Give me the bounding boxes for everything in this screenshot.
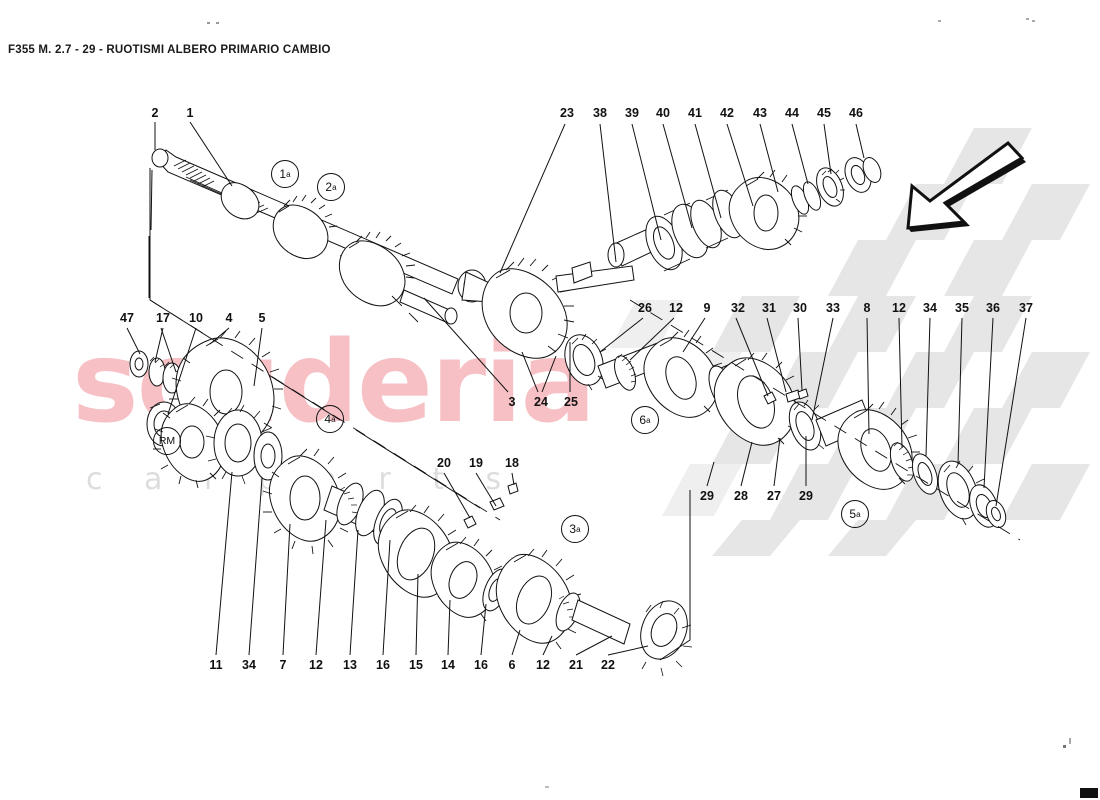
callout-34-b: 34 <box>242 658 256 672</box>
scan-speck <box>1063 745 1066 748</box>
callout-38: 38 <box>593 106 607 120</box>
callout-3: 3 <box>508 395 516 409</box>
callout-12-b: 12 <box>892 301 906 315</box>
callout-17: 17 <box>156 311 170 325</box>
callout-16-b: 16 <box>474 658 488 672</box>
callout-12-c: 12 <box>309 658 323 672</box>
callout-20: 20 <box>437 456 451 470</box>
callout-39: 39 <box>625 106 639 120</box>
callout-29-a: 29 <box>700 489 714 503</box>
callout-32: 32 <box>731 301 745 315</box>
gear-marker-5a-sup: a <box>856 509 861 519</box>
callout-30: 30 <box>793 301 807 315</box>
scan-speck <box>207 22 210 24</box>
gear-marker-rm-label: RM <box>158 435 176 447</box>
callout-34-a: 34 <box>923 301 937 315</box>
callout-27: 27 <box>767 489 781 503</box>
callout-16-a: 16 <box>376 658 390 672</box>
callout-11: 11 <box>209 658 223 672</box>
section-guide-lines <box>149 295 1021 541</box>
callout-47: 47 <box>120 311 134 325</box>
scan-speck <box>1026 18 1029 20</box>
gear-marker-2a-sup: a <box>332 182 337 192</box>
callout-36: 36 <box>986 301 1000 315</box>
callout-5: 5 <box>258 311 266 325</box>
scan-speck <box>545 786 549 788</box>
direction-arrow <box>906 140 1026 232</box>
callout-1: 1 <box>186 106 194 120</box>
callout-41: 41 <box>688 106 702 120</box>
callout-33: 33 <box>826 301 840 315</box>
callout-31: 31 <box>762 301 776 315</box>
callout-45: 45 <box>817 106 831 120</box>
callout-15: 15 <box>409 658 423 672</box>
callout-13: 13 <box>343 658 357 672</box>
callout-26: 26 <box>638 301 652 315</box>
layshaft-assembly <box>564 329 1007 529</box>
callout-28: 28 <box>734 489 748 503</box>
callout-6: 6 <box>508 658 516 672</box>
scan-speck <box>1032 20 1035 22</box>
callout-7: 7 <box>279 658 287 672</box>
callout-37: 37 <box>1019 301 1033 315</box>
callout-4: 4 <box>225 311 233 325</box>
scan-speck <box>938 20 941 22</box>
gear-marker-4a-sup: a <box>331 414 336 424</box>
callout-2: 2 <box>151 106 159 120</box>
callout-29-b: 29 <box>799 489 813 503</box>
callout-18: 18 <box>505 456 519 470</box>
callout-10: 10 <box>189 311 203 325</box>
gear-marker-5a-label: 5 <box>849 507 857 521</box>
bevel-and-bearing-row <box>457 157 882 359</box>
callout-40: 40 <box>656 106 670 120</box>
scan-speck <box>1069 738 1071 744</box>
callout-46: 46 <box>849 106 863 120</box>
callout-8: 8 <box>863 301 871 315</box>
scan-speck <box>216 22 219 24</box>
callout-24: 24 <box>534 395 548 409</box>
callout-22: 22 <box>601 658 615 672</box>
gear-marker-1a-label: 1 <box>279 167 287 181</box>
callout-43: 43 <box>753 106 767 120</box>
callout-21: 21 <box>569 658 583 672</box>
gear-marker-4a-label: 4 <box>324 412 332 426</box>
page-corner-mark <box>1080 788 1098 798</box>
callout-23: 23 <box>560 106 574 120</box>
gear-marker-3a-sup: a <box>576 524 581 534</box>
callout-19: 19 <box>469 456 483 470</box>
leader-lines <box>126 121 1027 661</box>
callout-12-d: 12 <box>536 658 550 672</box>
gear-marker-6a-label: 6 <box>639 413 647 427</box>
callout-14: 14 <box>441 658 455 672</box>
callout-42: 42 <box>720 106 734 120</box>
gear-marker-3a-label: 3 <box>569 522 577 536</box>
callout-44: 44 <box>785 106 799 120</box>
page-title: F355 M. 2.7 - 29 - RUOTISMI ALBERO PRIMA… <box>8 44 331 56</box>
callout-9: 9 <box>703 301 711 315</box>
gear-marker-1a-sup: a <box>286 169 291 179</box>
gear-marker-6a-sup: a <box>646 415 651 425</box>
gear-marker-rm: RM <box>153 427 181 455</box>
callout-35: 35 <box>955 301 969 315</box>
callout-25: 25 <box>564 395 578 409</box>
gear-marker-2a-label: 2 <box>325 180 333 194</box>
callout-12-a: 12 <box>669 301 683 315</box>
